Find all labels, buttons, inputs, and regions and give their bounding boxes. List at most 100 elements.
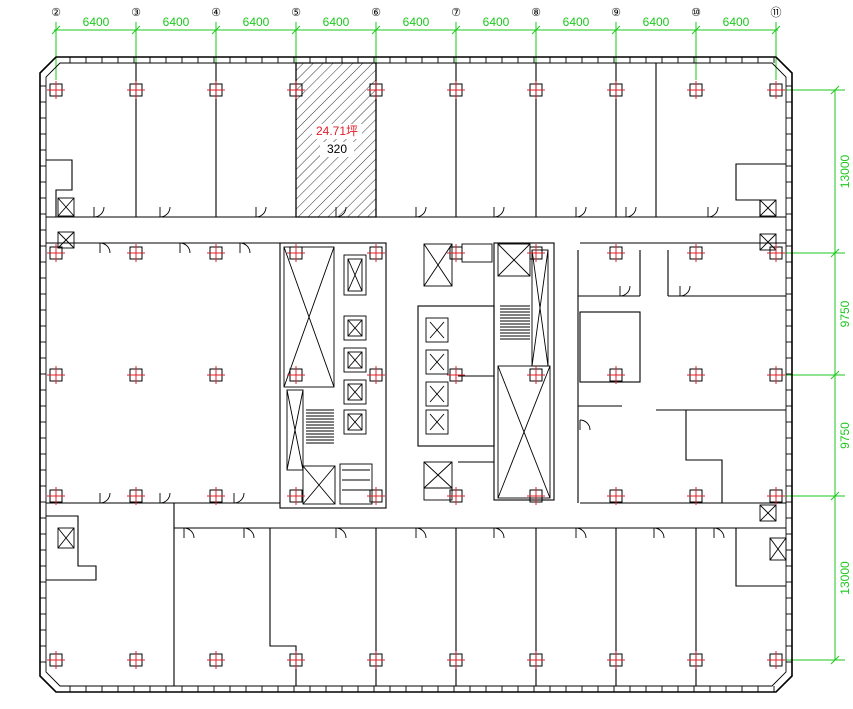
column-marker [687, 81, 705, 99]
span-dimension: 6400 [723, 15, 750, 29]
column-marker [207, 651, 225, 669]
column-marker [367, 244, 385, 262]
right-dimension-chain: 13000 9750 9750 13000 [786, 85, 852, 665]
column-marker [447, 81, 465, 99]
dimension-tick [211, 25, 221, 35]
column-marker [127, 81, 145, 99]
column-marker [767, 651, 785, 669]
dimension-tick [830, 655, 840, 665]
column-marker [607, 487, 625, 505]
dimension-tick [830, 248, 840, 258]
column-marker [367, 81, 385, 99]
span-dimension: 6400 [403, 15, 430, 29]
column-marker [607, 81, 625, 99]
column-marker [47, 651, 65, 669]
column-marker [287, 244, 305, 262]
span-dimension: 6400 [643, 15, 670, 29]
column-marker [47, 366, 65, 384]
span-dimension: 6400 [563, 15, 590, 29]
span-dimension: 6400 [163, 15, 190, 29]
top-dimension-chain: ② ③ ④ ⑤ ⑥ ⑦ ⑧ ⑨ ⑩ ⑪ 6400 6400 6400 6400 6400 6400 6400 6… [51, 6, 782, 80]
dimension-tick [830, 85, 840, 95]
dimension-tick [291, 25, 301, 35]
axis-label: ⑦ [451, 7, 461, 19]
axis-label: ⑤ [291, 7, 301, 19]
column-marker [127, 487, 145, 505]
axis-label: ④ [211, 7, 221, 19]
axis-label: ⑥ [371, 7, 381, 19]
column-marker [687, 366, 705, 384]
room-320[interactable]: 24.71坪 320 [295, 62, 377, 218]
column-marker [127, 651, 145, 669]
column-marker [367, 366, 385, 384]
column-marker [207, 366, 225, 384]
row-dimension: 13000 [838, 154, 852, 188]
axis-label: ⑧ [531, 7, 541, 19]
top-office-partitions [135, 63, 657, 217]
column-marker [47, 244, 65, 262]
dimension-tick [371, 25, 381, 35]
span-dimension: 6400 [323, 15, 350, 29]
building-envelope [39, 56, 793, 693]
row-dimension: 9750 [838, 422, 852, 449]
dimension-tick [830, 370, 840, 380]
door-swings [93, 206, 725, 539]
column-marker [527, 81, 545, 99]
column-marker [447, 651, 465, 669]
right-wing-rooms [577, 250, 786, 503]
left-service-rooms [46, 159, 175, 686]
axis-label: ③ [131, 7, 141, 19]
column-marker [607, 244, 625, 262]
column-marker [767, 487, 785, 505]
column-marker [527, 366, 545, 384]
axis-label: ⑨ [611, 7, 621, 19]
dimension-tick [451, 25, 461, 35]
column-marker [447, 487, 465, 505]
column-marker [607, 366, 625, 384]
dimension-tick [131, 25, 141, 35]
dimension-tick [611, 25, 621, 35]
structural-columns [47, 81, 785, 669]
row-dimension: 9750 [838, 300, 852, 327]
dimension-tick [531, 25, 541, 35]
span-dimension: 6400 [83, 15, 110, 29]
corridor-walls [46, 216, 786, 529]
column-marker [207, 487, 225, 505]
column-marker [287, 651, 305, 669]
column-marker [287, 366, 305, 384]
column-marker [447, 366, 465, 384]
span-dimension: 6400 [243, 15, 270, 29]
column-marker [127, 244, 145, 262]
column-marker [527, 244, 545, 262]
span-dimension: 6400 [483, 15, 510, 29]
axis-label: ⑪ [771, 6, 782, 19]
column-marker [527, 651, 545, 669]
column-marker [287, 81, 305, 99]
column-marker [47, 487, 65, 505]
curtain-wall-mullions [40, 57, 792, 692]
column-marker [767, 366, 785, 384]
column-marker [287, 487, 305, 505]
column-marker [687, 244, 705, 262]
column-marker [447, 244, 465, 262]
dimension-tick [691, 25, 701, 35]
column-marker [367, 487, 385, 505]
dimension-tick [51, 25, 61, 35]
column-marker [367, 651, 385, 669]
column-marker [607, 651, 625, 669]
row-dimension: 13000 [838, 561, 852, 595]
column-marker [527, 487, 545, 505]
axis-label: ⑩ [691, 7, 701, 19]
dimension-tick [771, 25, 781, 35]
column-marker [207, 244, 225, 262]
column-marker [127, 366, 145, 384]
dimension-tick [830, 491, 840, 501]
column-marker [767, 244, 785, 262]
axis-label: ② [51, 7, 61, 19]
room-area-label: 24.71坪 [316, 124, 358, 138]
column-marker [47, 81, 65, 99]
right-service-rooms [735, 163, 787, 587]
column-marker [687, 487, 705, 505]
column-marker [207, 81, 225, 99]
